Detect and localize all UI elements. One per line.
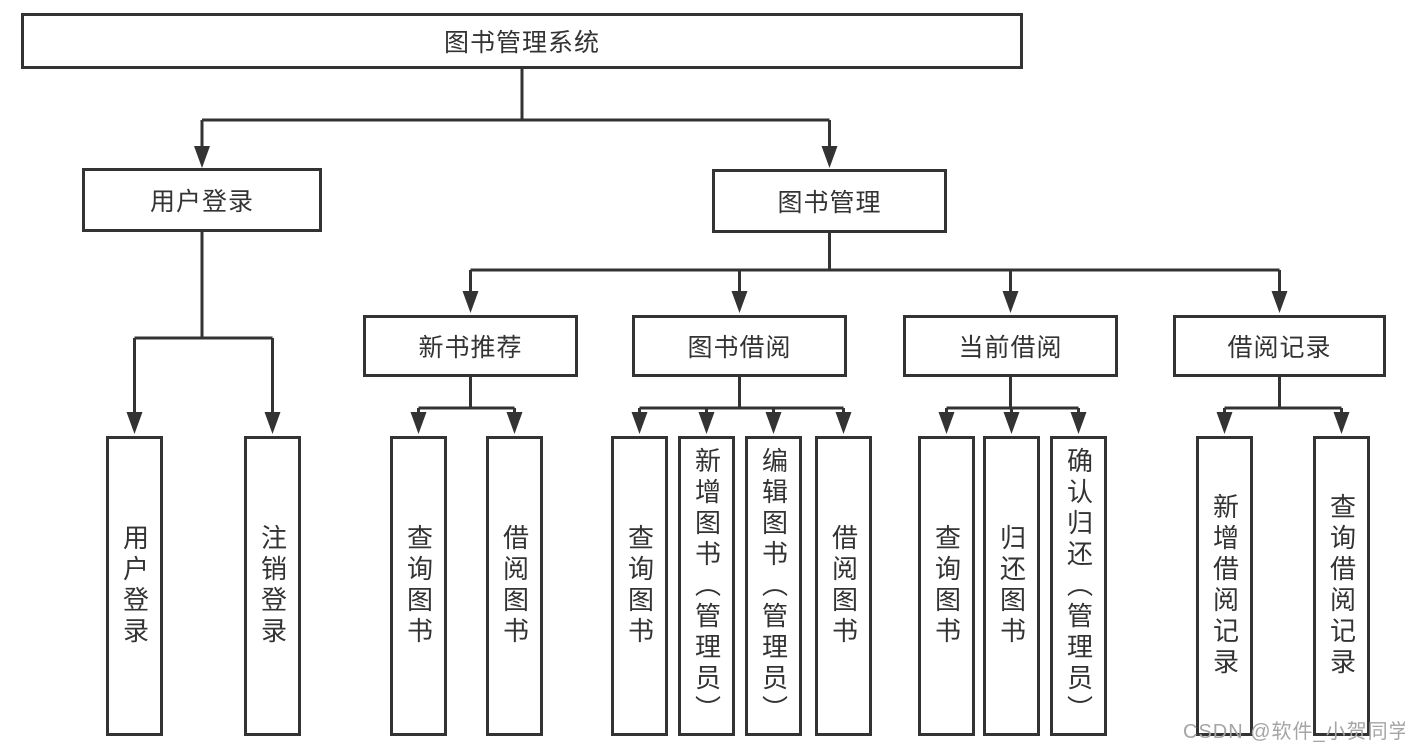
connector-user-login-to-leaves <box>133 232 274 414</box>
connector-current-borrow-to-leaves <box>945 377 1080 414</box>
node-leaf-add-borrow-record: 新增借阅记录 <box>1196 436 1253 736</box>
node-label: 查询图书 <box>403 524 434 648</box>
node-leaf-confirm-return-admin: 确认归还（管理员） <box>1050 436 1107 736</box>
node-leaf-add-books-admin: 新增图书（管理员） <box>678 436 735 736</box>
node-label: 编辑图书（管理员） <box>758 446 789 726</box>
node-leaf-logout: 注销登录 <box>244 436 301 736</box>
node-label: 查询借阅记录 <box>1326 493 1357 679</box>
node-leaf-edit-books-admin: 编辑图书（管理员） <box>745 436 802 736</box>
node-leaf-borrow-books-2: 借阅图书 <box>815 436 872 736</box>
node-new-book-recommendation: 新书推荐 <box>363 315 578 377</box>
node-label: 查询图书 <box>624 524 655 648</box>
connector-root-to-level2 <box>200 69 831 148</box>
node-borrowing-records: 借阅记录 <box>1173 315 1386 377</box>
node-leaf-query-books-2: 查询图书 <box>611 436 668 736</box>
node-leaf-borrow-books-1: 借阅图书 <box>486 436 543 736</box>
connector-borrow-records-to-leaves <box>1223 377 1343 414</box>
connector-book-mgmt-to-level3 <box>469 233 1281 293</box>
node-label: 确认归还（管理员） <box>1063 446 1094 726</box>
node-book-management: 图书管理 <box>712 169 947 233</box>
node-label: 借阅图书 <box>499 524 530 648</box>
node-leaf-query-books-3: 查询图书 <box>918 436 975 736</box>
csdn-watermark: CSDN @软件_小贺同学 <box>1183 721 1405 743</box>
node-label: 新增借阅记录 <box>1209 493 1240 679</box>
node-current-borrowing: 当前借阅 <box>903 315 1118 377</box>
node-label: 注销登录 <box>257 524 288 648</box>
node-user-login: 用户登录 <box>82 168 322 232</box>
node-label: 新增图书（管理员） <box>691 446 722 726</box>
node-label: 借阅图书 <box>828 524 859 648</box>
connector-book-borrow-to-leaves <box>638 377 845 414</box>
arrowheads <box>126 146 1350 434</box>
node-leaf-return-books: 归还图书 <box>983 436 1040 736</box>
node-label: 查询图书 <box>931 524 962 648</box>
node-label: 用户登录 <box>119 524 150 648</box>
connector-new-books-to-leaves <box>417 377 516 414</box>
node-leaf-user-login: 用户登录 <box>106 436 163 736</box>
node-label: 归还图书 <box>996 524 1027 648</box>
node-library-management-system: 图书管理系统 <box>21 13 1023 69</box>
node-book-borrowing: 图书借阅 <box>632 315 847 377</box>
node-leaf-query-books-1: 查询图书 <box>390 436 447 736</box>
node-leaf-query-borrow-record: 查询借阅记录 <box>1313 436 1370 736</box>
